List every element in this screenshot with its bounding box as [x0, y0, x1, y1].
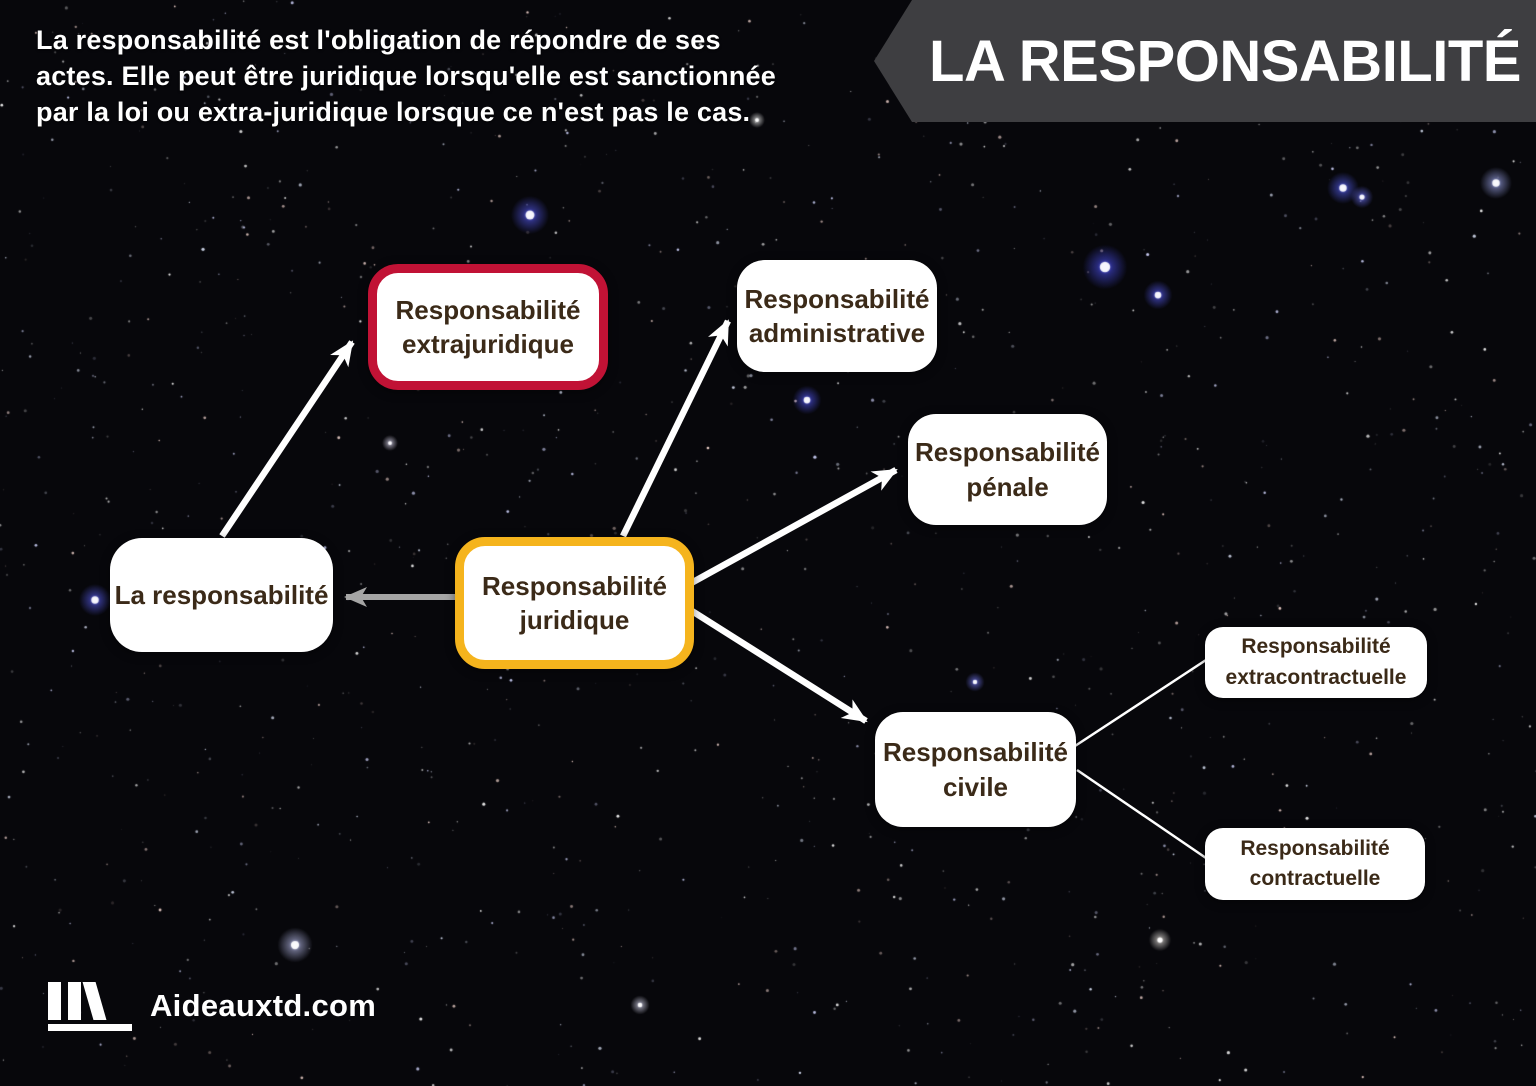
node-label: Responsabilité pénale — [915, 437, 1100, 502]
node-responsabilite-civile: Responsabilité civile — [875, 712, 1076, 827]
node-la-responsabilite: La responsabilité — [110, 538, 333, 652]
arrow-juridique-to-penale — [682, 467, 898, 590]
intro-paragraph: La responsabilité est l'obligation de ré… — [36, 22, 856, 130]
bookshelf-logo-icon — [48, 982, 132, 1031]
intro-line: La responsabilité est l'obligation de ré… — [36, 25, 721, 55]
intro-line: actes. Elle peut être juridique lorsqu'e… — [36, 61, 776, 91]
title-ribbon: LA RESPONSABILITÉ — [874, 0, 1536, 122]
node-responsabilite-penale: Responsabilité pénale — [908, 414, 1107, 525]
footer-brand: Aideauxtd.com — [46, 980, 376, 1032]
arrow-juridique-to-administrative — [620, 319, 731, 538]
line-civile-to-extracontractuelle — [1074, 658, 1207, 748]
arrow-juridique-to-civile — [671, 596, 868, 724]
node-label: La responsabilité — [114, 579, 329, 610]
node-responsabilite-extrajuridique: Responsabilité extrajuridique — [368, 264, 608, 390]
node-responsabilite-extracontractuelle: Responsabilité extracontractuelle — [1205, 627, 1427, 698]
arrow-la-responsabilite-to-extrajuridique — [219, 340, 355, 538]
line-civile-to-contractuelle — [1076, 768, 1207, 860]
node-label: Responsabilité civile — [883, 737, 1068, 802]
brand-name: Aideauxtd.com — [150, 988, 377, 1023]
node-responsabilite-administrative: Responsabilité administrative — [737, 260, 937, 372]
node-label: Responsabilité extrajuridique — [395, 294, 581, 359]
node-responsabilite-contractuelle: Responsabilité contractuelle — [1205, 828, 1425, 900]
page-title: LA RESPONSABILITÉ — [929, 28, 1521, 94]
node-label: Responsabilité administrative — [744, 283, 930, 348]
node-label: Responsabilité contractuelle — [1240, 836, 1390, 890]
intro-line: par la loi ou extra-juridique lorsque ce… — [36, 97, 751, 127]
node-label: Responsabilité extracontractuelle — [1225, 635, 1407, 689]
node-responsabilite-juridique: Responsabilité juridique — [455, 537, 694, 669]
node-label: Responsabilité juridique — [482, 570, 667, 635]
